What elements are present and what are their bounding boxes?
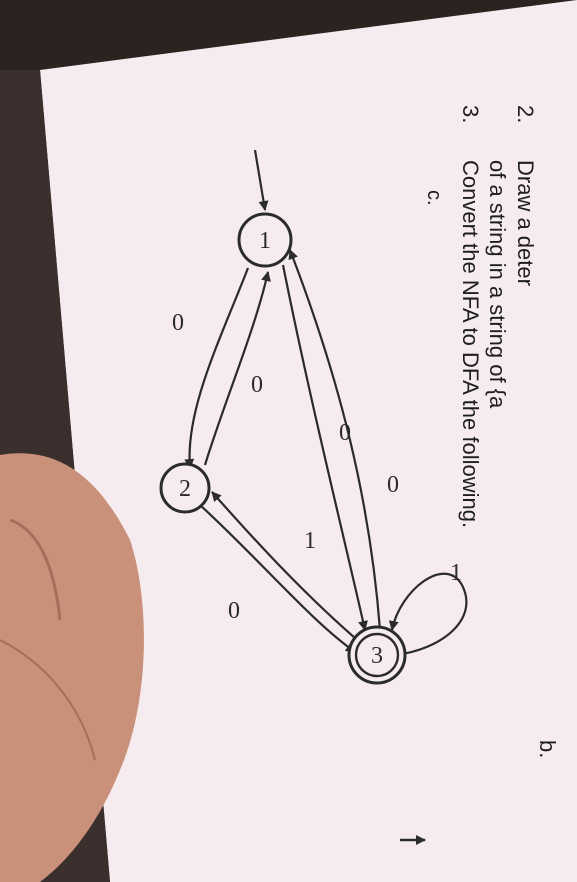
transition-1-to-2 xyxy=(184,267,250,469)
transition-3-self-loop xyxy=(388,572,468,657)
question-3-number: 3. xyxy=(458,105,483,123)
label-transition-2-to-3: 1 xyxy=(304,528,316,554)
label-transition-3-to-1: 0 xyxy=(387,472,399,498)
label-b: b. xyxy=(535,740,560,758)
state-3: 3 xyxy=(347,625,407,685)
label-b-group: b. xyxy=(535,740,560,758)
label-transition-3-self-loop: 1 xyxy=(450,560,462,586)
question-2-line1: Draw a deter xyxy=(513,160,538,286)
question-3-text: Convert the NFA to DFA the following. xyxy=(458,160,483,528)
transition-labels: 0 0 0 0 1 0 1 xyxy=(172,310,462,624)
thumb xyxy=(0,453,144,882)
label-transition-3-to-2: 0 xyxy=(228,598,240,624)
label-transition-1-to-3: 0 xyxy=(339,420,351,446)
start-arrow xyxy=(253,149,269,211)
paper-sheet xyxy=(40,0,577,882)
transition-1-to-3 xyxy=(281,264,368,631)
transition-2-to-1 xyxy=(203,271,271,466)
state-1-label: 1 xyxy=(259,228,271,254)
transition-3-to-1 xyxy=(288,249,382,631)
question-2-number: 2. xyxy=(513,105,538,123)
state-2-label: 2 xyxy=(179,476,191,502)
nfa-diagram: 1 2 3 0 0 0 0 1 0 1 xyxy=(159,149,468,685)
label-transition-2-to-1: 0 xyxy=(251,372,263,398)
question-2-line2: of a string in a string of {a xyxy=(485,160,510,409)
transition-2-to-3 xyxy=(199,504,356,653)
state-1: 1 xyxy=(237,212,293,268)
label-transition-1-to-2: 0 xyxy=(172,310,184,336)
transition-3-to-2 xyxy=(211,491,356,639)
state-3-label: 3 xyxy=(371,643,383,669)
state-2: 2 xyxy=(159,462,211,514)
printed-questions: 2. Draw a deter of a string in a string … xyxy=(423,105,538,528)
label-c: c. xyxy=(423,190,445,206)
